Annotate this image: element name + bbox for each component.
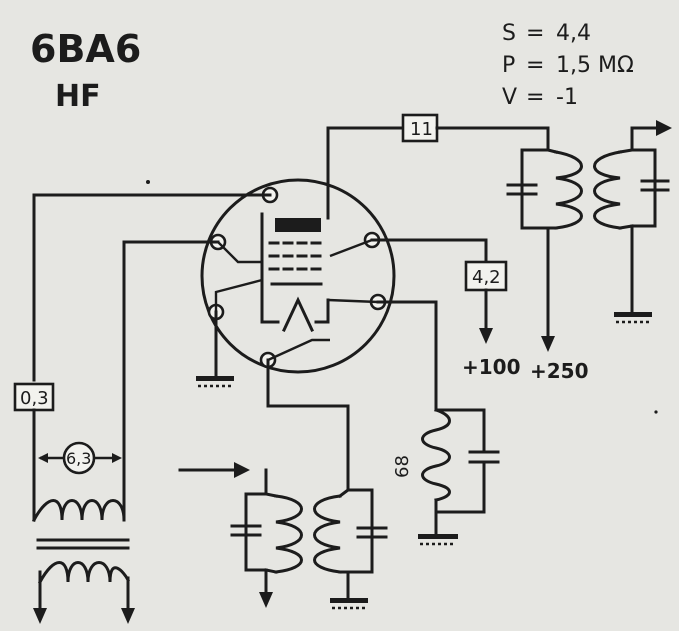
output-arrow-line bbox=[630, 126, 662, 152]
pin-connection-g3 bbox=[267, 338, 330, 362]
pin-connection-g1 bbox=[217, 241, 262, 264]
spec-s-row: S = 4,4 bbox=[502, 21, 591, 46]
heater-arrow-left bbox=[33, 608, 47, 624]
screen-supply-arrow bbox=[479, 328, 493, 344]
tube-type-label: 6BA6 bbox=[30, 27, 141, 71]
input-grid-wire bbox=[266, 358, 350, 492]
heater-voltage-circle bbox=[62, 441, 96, 475]
cathode-wire bbox=[376, 300, 438, 412]
input-primary-coil bbox=[274, 494, 303, 574]
spec-v-symbol: V bbox=[502, 85, 517, 110]
pin-connection-cathode bbox=[327, 298, 379, 304]
heater-wire-outer bbox=[32, 193, 272, 382]
heater-current-box bbox=[13, 382, 55, 412]
plate-pin-label: 11 bbox=[410, 119, 433, 140]
heater-current-label: 0,3 bbox=[20, 388, 49, 409]
input-transformer bbox=[178, 462, 388, 610]
spec-p-value: 1,5 MΩ bbox=[556, 53, 634, 78]
plate-electrode bbox=[275, 218, 321, 232]
pin-connection-g2 bbox=[329, 238, 373, 258]
spec-v-row: V = -1 bbox=[502, 85, 578, 110]
cathode-ground bbox=[418, 534, 458, 539]
paper-speck-2 bbox=[654, 410, 658, 414]
heater-primary-coil bbox=[31, 499, 126, 523]
paper-speck bbox=[146, 180, 150, 184]
input-secondary-coil bbox=[313, 494, 342, 574]
tube-electrodes bbox=[260, 212, 330, 332]
heater-arrow-right bbox=[121, 608, 135, 624]
spec-v-sep: = bbox=[526, 85, 544, 110]
input-arrow-head bbox=[234, 462, 250, 478]
heater-secondary-coil bbox=[37, 561, 131, 585]
spec-s-symbol: S bbox=[502, 21, 516, 46]
input-bottom-arrow bbox=[259, 592, 273, 608]
electrode-frame-right bbox=[314, 298, 330, 324]
plate-pin-box bbox=[401, 113, 439, 143]
spec-p-symbol: P bbox=[502, 53, 515, 78]
pin-connection-heater bbox=[214, 278, 263, 312]
output-transformer bbox=[506, 120, 672, 324]
spec-s-value: 4,4 bbox=[556, 21, 591, 46]
spec-s-sep: = bbox=[526, 21, 544, 46]
heater-transformer bbox=[31, 499, 135, 624]
output-arrow-head bbox=[656, 120, 672, 136]
spec-p-sep: = bbox=[526, 53, 544, 78]
heater-filament bbox=[282, 296, 314, 332]
left-ground bbox=[196, 376, 234, 381]
tube-pins bbox=[207, 186, 387, 369]
electrode-frame-left bbox=[260, 212, 280, 324]
screen-supply-label: +100 bbox=[462, 355, 521, 379]
cathode-resistor-label: 68 bbox=[392, 455, 413, 478]
screen-pin-label: 4,2 bbox=[472, 267, 501, 288]
output-ground bbox=[614, 312, 652, 317]
cathode-resistor-coil bbox=[421, 408, 451, 502]
input-ground bbox=[330, 598, 368, 603]
plate-to-transformer-wire bbox=[435, 126, 550, 152]
spec-v-value: -1 bbox=[556, 85, 578, 110]
screen-wire bbox=[370, 238, 488, 264]
heater-voltage-label: 6,3 bbox=[66, 449, 91, 468]
spec-p-row: P = 1,5 MΩ bbox=[502, 53, 634, 78]
grid-electrodes bbox=[268, 241, 324, 271]
output-primary-coil bbox=[554, 150, 583, 230]
heater-wire-inner bbox=[122, 240, 220, 464]
band-label: HF bbox=[55, 79, 101, 114]
output-secondary-coil bbox=[593, 150, 622, 230]
plate-wire bbox=[326, 126, 407, 220]
plate-supply-label: +250 bbox=[530, 359, 589, 383]
plate-supply-arrow bbox=[541, 336, 555, 352]
tube-envelope bbox=[200, 178, 396, 374]
